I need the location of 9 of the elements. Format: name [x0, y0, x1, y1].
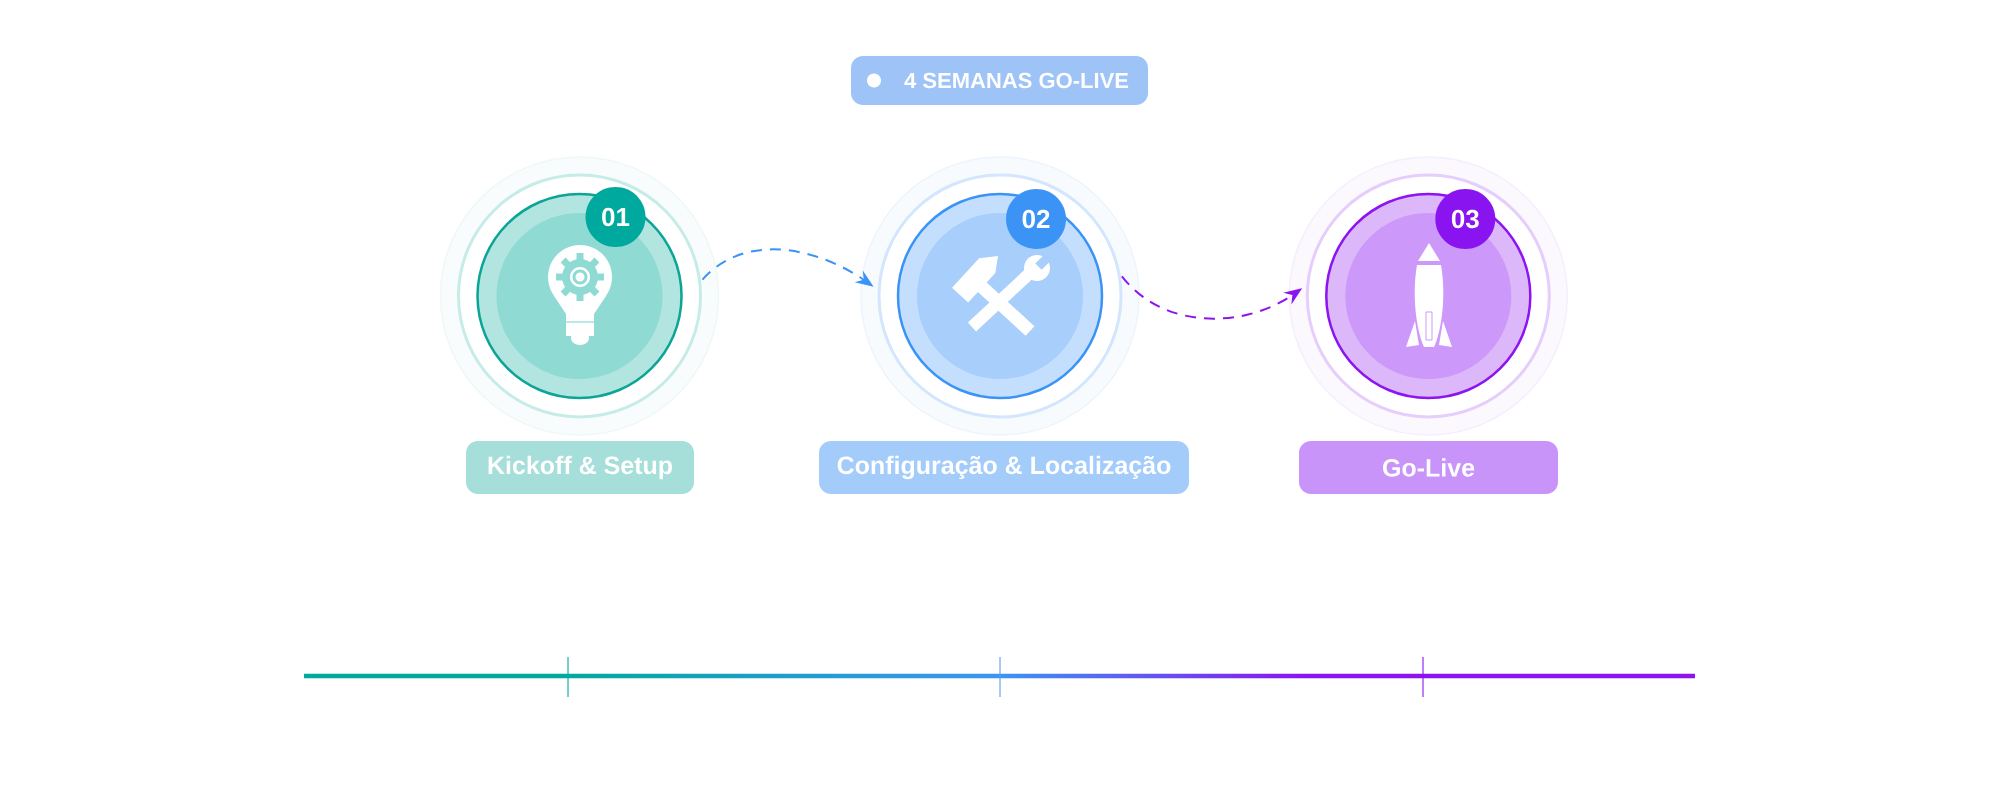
step-label: Kickoff & Setup [466, 441, 694, 494]
step-circle [860, 156, 1140, 436]
step-circle [1288, 156, 1569, 436]
heading-pill: 4 SEMANAS GO-LIVE [851, 56, 1148, 105]
number-badge: 03 [1435, 189, 1496, 249]
number-badge: 02 [1006, 189, 1066, 249]
step-label: Go-Live [1299, 441, 1558, 494]
step-label: Configuração & Localização [819, 441, 1189, 494]
number-badge: 01 [585, 187, 646, 247]
